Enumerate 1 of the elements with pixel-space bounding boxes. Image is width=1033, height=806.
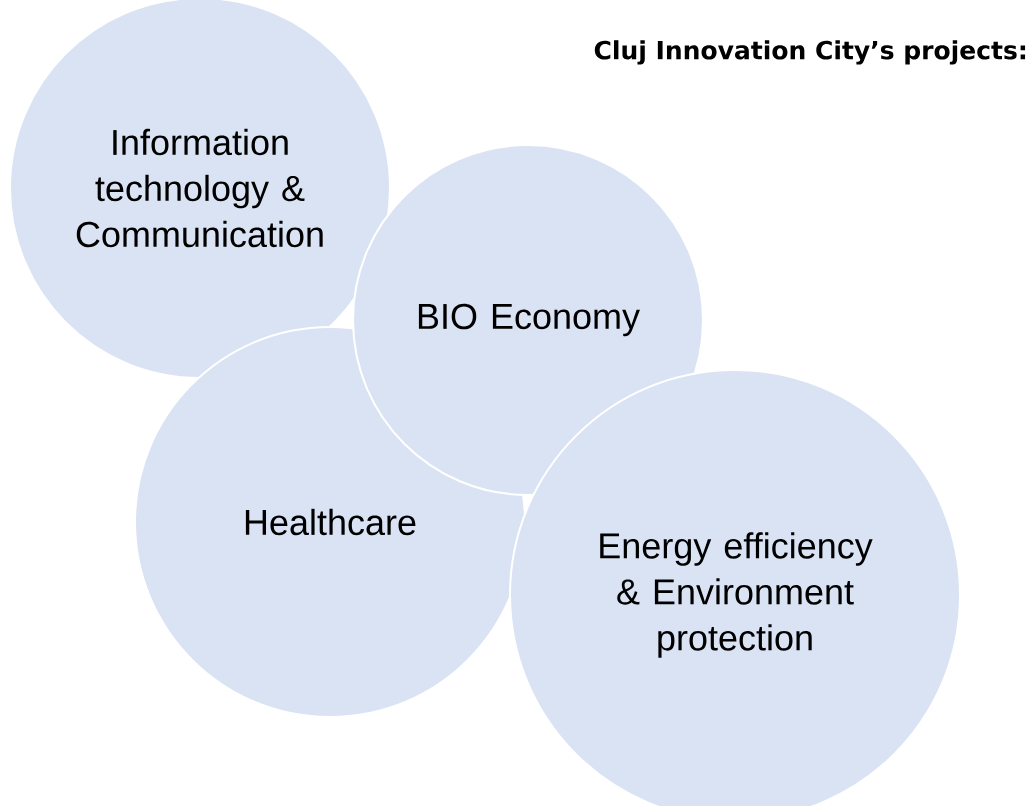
- title: Cluj Innovation City’s projects:: [594, 40, 1026, 65]
